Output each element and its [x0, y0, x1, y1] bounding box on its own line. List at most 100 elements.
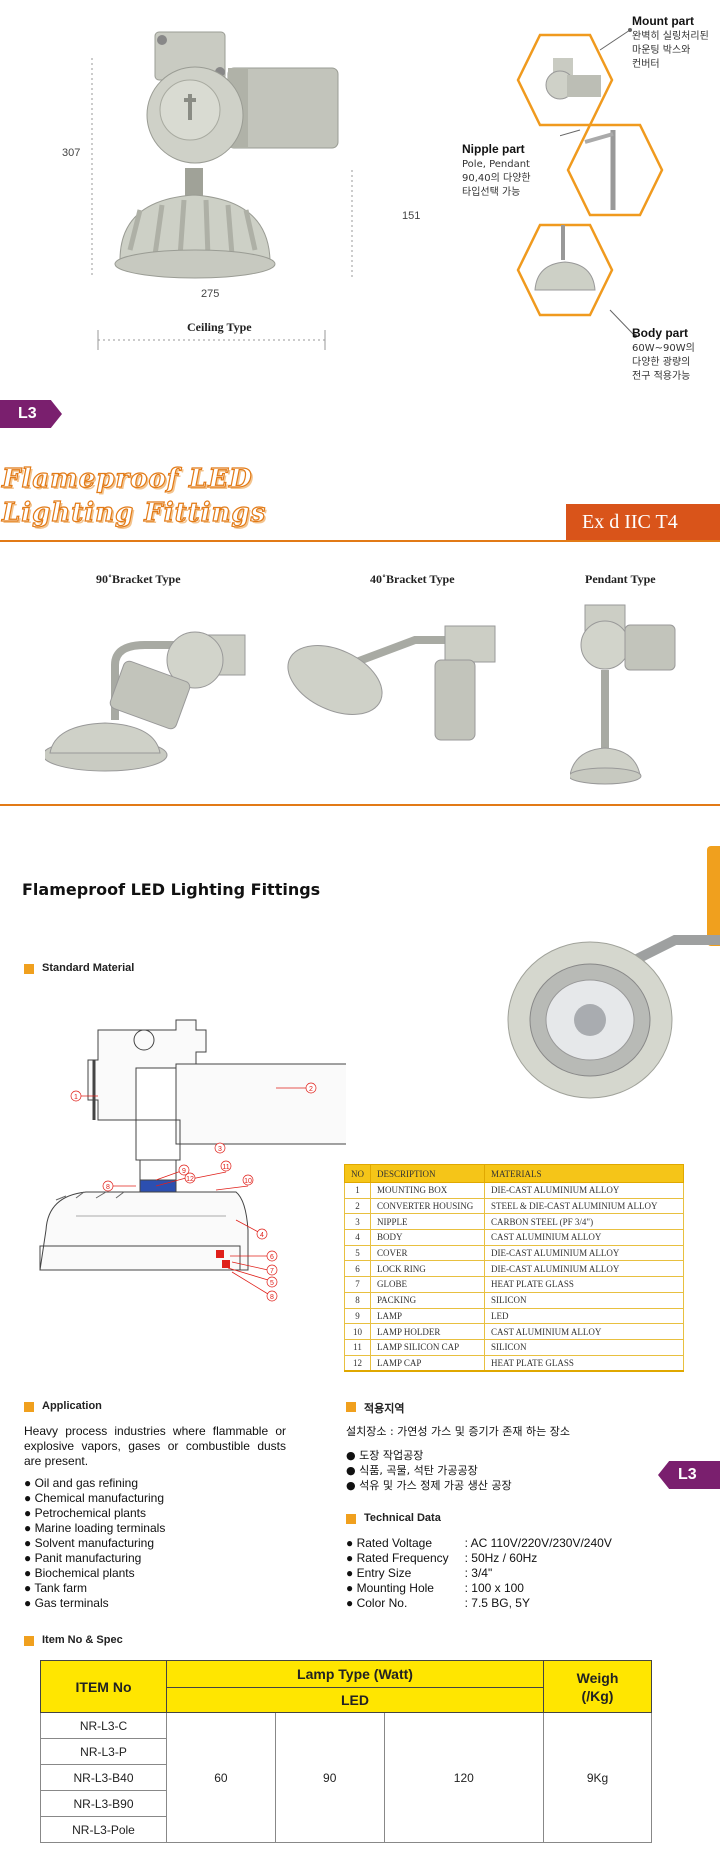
callout-title: Body part [632, 326, 689, 340]
spec-watt: 90 [274, 1712, 385, 1843]
callout-nipple-part: Nipple part Pole, Pendant 90,40의 다양한 타입선… [462, 142, 531, 200]
materials-cell-description: GLOBE [370, 1276, 485, 1293]
diagram-number: 3 [218, 1146, 222, 1153]
bullet-icon: ● [24, 1476, 35, 1490]
dimension-width: 275 [201, 288, 220, 300]
materials-cell-no: 1 [344, 1182, 371, 1199]
materials-col-no: NO [344, 1164, 371, 1183]
bracket-40-label: 40˚Bracket Type [370, 572, 455, 586]
bullet-icon: ● [24, 1521, 35, 1535]
pendant-label: Pendant Type [585, 572, 656, 586]
diagram-number: 2 [309, 1086, 313, 1093]
application-item: ● Biochemical plants [24, 1566, 165, 1581]
application-item-label: Petrochemical plants [34, 1506, 146, 1520]
materials-cell-no: 12 [344, 1355, 371, 1372]
technical-drawing: 1 2 3 4 5 6 7 8 8 9 10 11 12 [39, 1019, 346, 1302]
technical-colon: : [464, 1596, 472, 1610]
title-line-1: Flameproof LED [1, 463, 253, 494]
materials-cell-no: 2 [344, 1198, 371, 1215]
spec-item-no: NR-L3-Pole [40, 1816, 167, 1843]
materials-header-row: NO DESCRIPTION MATERIALS [344, 1164, 684, 1183]
materials-cell-no: 4 [344, 1229, 371, 1246]
bullet-icon: ● [24, 1506, 35, 1520]
callout-body-part: Body part 60W~90W의 다양한 광량의 전구 적용가능 [632, 326, 695, 384]
application-item: ● Oil and gas refining [24, 1476, 165, 1491]
materials-col-description: DESCRIPTION [370, 1164, 485, 1183]
dimension-height-body: 151 [402, 210, 421, 222]
technical-value: AC 110V/220V/230V/240V [470, 1536, 612, 1550]
l3-badge-right: L3 [658, 1461, 720, 1489]
materials-cell-no: 10 [344, 1323, 371, 1340]
materials-cell-no: 9 [344, 1308, 371, 1325]
korean-item-label: 식품, 곡물, 석탄 가공공장 [359, 1464, 478, 1477]
technical-colon: : [464, 1536, 471, 1550]
spec-watt: 60 [166, 1712, 276, 1843]
materials-cell-material: DIE-CAST ALUMINIUM ALLOY [484, 1182, 684, 1199]
materials-cell-no: 5 [344, 1245, 371, 1262]
spec-col-item: ITEM No [40, 1660, 167, 1713]
korean-list: ● 도장 작업공장● 식품, 곡물, 석탄 가공공장● 석유 및 가스 정제 가… [346, 1448, 512, 1493]
materials-cell-material: CAST ALUMINIUM ALLOY [484, 1323, 684, 1340]
korean-item: ● 도장 작업공장 [346, 1448, 512, 1463]
bullet-icon: ● [24, 1491, 35, 1505]
application-item-label: Chemical manufacturing [34, 1491, 164, 1505]
spec-item-no: NR-L3-C [40, 1712, 167, 1739]
materials-cell-description: LAMP HOLDER [370, 1323, 485, 1340]
bracket-90-label: 90˚Bracket Type [96, 572, 181, 586]
spec-col-weight: Weigh (/Kg) [543, 1660, 652, 1713]
application-item-label: Tank farm [34, 1581, 88, 1595]
materials-cell-material: SILICON [484, 1292, 684, 1309]
spec-table: ITEM No Lamp Type (Watt) Weigh (/Kg) LED… [40, 1659, 652, 1843]
application-heading: Application [24, 1400, 102, 1412]
callout-title: Mount part [632, 14, 694, 28]
title-line-2: Lighting Fittings [1, 497, 267, 528]
materials-cell-material: SILICON [484, 1339, 684, 1356]
technical-value: 3/4" [471, 1566, 493, 1580]
standard-material-heading: Standard Material [24, 962, 134, 974]
nipple-part-hexagon [566, 123, 664, 217]
diagram-number: 5 [270, 1280, 274, 1287]
bullet-icon: ● [24, 1536, 35, 1550]
callout-text: Pole, Pendant 90,40의 다양한 타입선택 가능 [462, 159, 531, 198]
technical-row: ● Rated Voltage: AC 110V/220V/230V/240V [346, 1536, 612, 1551]
technical-colon: : [464, 1566, 472, 1580]
application-item-label: Gas terminals [34, 1596, 109, 1610]
technical-colon: : [464, 1551, 472, 1565]
spec-row: NR-L3-B40 [40, 1764, 652, 1791]
diagram-number: 11 [222, 1164, 229, 1171]
diagram-number: 8 [106, 1184, 110, 1191]
bullet-icon: ● [346, 1551, 357, 1565]
ceiling-type-illustration [91, 31, 353, 350]
materials-cell-no: 3 [344, 1213, 371, 1231]
technical-value: 50Hz / 60Hz [471, 1551, 538, 1565]
materials-cell-material: DIE-CAST ALUMINIUM ALLOY [484, 1260, 684, 1278]
materials-cell-no: 11 [344, 1339, 371, 1356]
ex-mark-banner: Ex d IIC T4 [566, 504, 720, 540]
technical-heading: Technical Data [346, 1512, 441, 1524]
spec-watt: 120 [383, 1712, 545, 1843]
spec-row: NR-L3-Pole [40, 1816, 652, 1843]
diagram-number: 12 [186, 1176, 194, 1183]
materials-cell-description: NIPPLE [370, 1213, 485, 1231]
bullet-icon: ● [346, 1581, 357, 1595]
diagram-number: 1 [74, 1094, 78, 1101]
side-tab [707, 846, 720, 946]
korean-intro: 설치장소 : 가연성 가스 및 증기가 존재 하는 장소 [346, 1425, 570, 1438]
application-item: ● Gas terminals [24, 1596, 165, 1611]
technical-label: Rated Frequency [356, 1551, 449, 1565]
materials-cell-no: 7 [344, 1276, 371, 1293]
spec-col-lamp: Lamp Type (Watt) [166, 1659, 544, 1689]
ceiling-type-caption: Ceiling Type [187, 320, 252, 334]
application-item-label: Biochemical plants [34, 1566, 135, 1580]
callout-mount-part: Mount part 완벽히 실링처리된 마운팅 박스와 컨버터 [632, 14, 709, 72]
callout-title: Nipple part [462, 142, 525, 156]
callout-text: 완벽히 실링처리된 마운팅 박스와 컨버터 [632, 31, 709, 70]
